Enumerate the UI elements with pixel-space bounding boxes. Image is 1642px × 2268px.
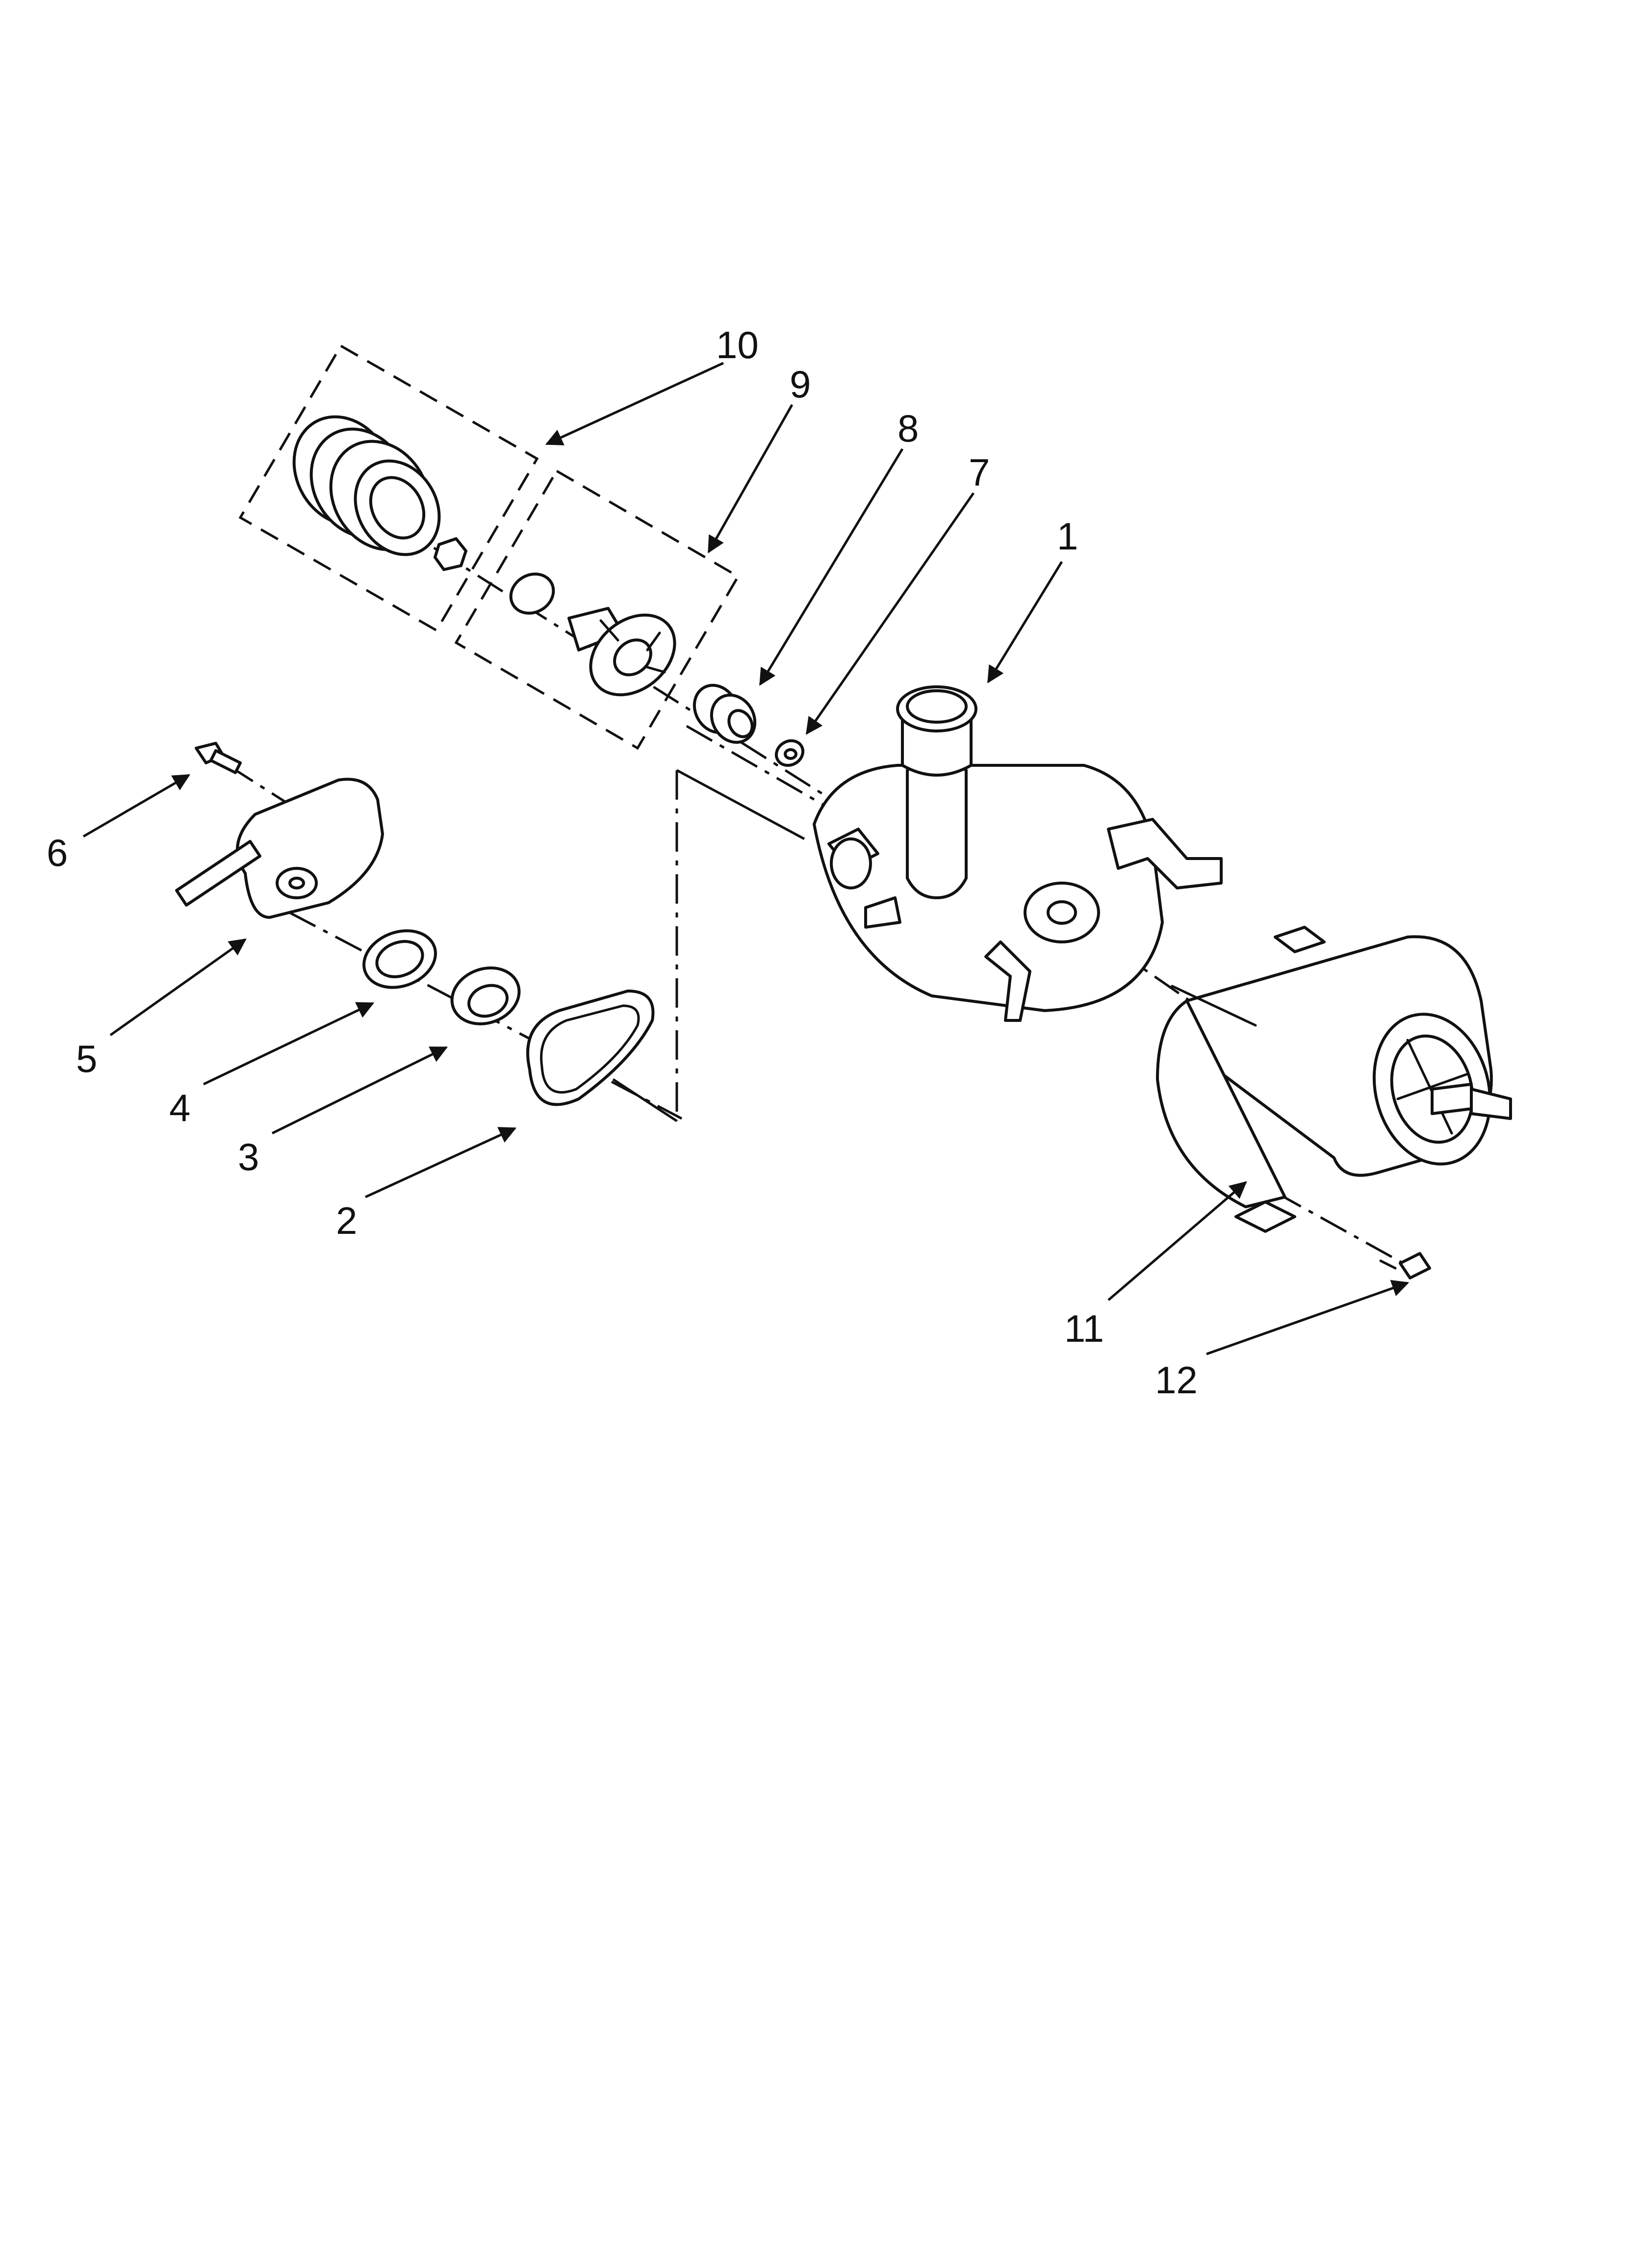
callout-6: 6	[47, 831, 68, 874]
callout-labels: 10 9 8 7 1 6 5 4 3 2 11 12	[47, 323, 1198, 1402]
callout-4: 4	[169, 1086, 190, 1129]
callout-2: 2	[336, 1199, 357, 1242]
callout-5: 5	[76, 1037, 97, 1080]
leader-arrows	[82, 362, 1410, 1356]
kit-box-10	[238, 344, 539, 632]
callout-7: 7	[969, 451, 990, 494]
callout-12: 12	[1155, 1358, 1198, 1402]
part-10-grommet	[292, 415, 467, 571]
part-2-gasket	[526, 990, 655, 1106]
part-6-screw	[195, 742, 242, 774]
kit-box-9	[454, 469, 740, 750]
callout-11: 11	[1064, 1307, 1104, 1350]
callout-9: 9	[790, 363, 811, 406]
part-11-motor	[1156, 926, 1512, 1233]
part-12-screw	[1379, 1252, 1431, 1279]
part-3-diaphragm	[450, 966, 521, 1025]
callout-8: 8	[898, 407, 919, 450]
part-7-washer	[774, 739, 805, 767]
part-9-impeller	[509, 573, 676, 697]
callout-1: 1	[1057, 515, 1078, 558]
part-4-ring	[362, 929, 437, 989]
part-5-cover	[175, 778, 384, 919]
callout-10: 10	[716, 323, 759, 366]
callout-3: 3	[238, 1135, 259, 1178]
part-8-seal	[693, 683, 757, 744]
part-1-pump-housing	[813, 685, 1223, 1022]
